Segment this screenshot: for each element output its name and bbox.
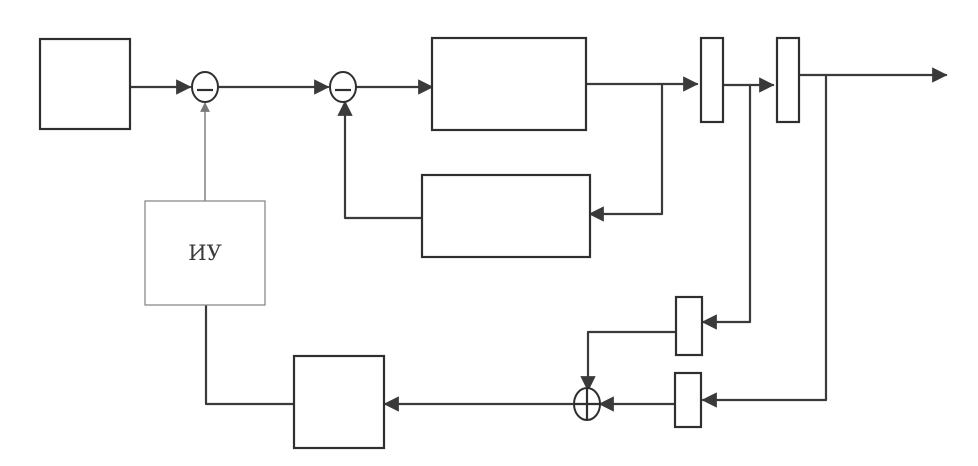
switch-3 xyxy=(674,295,704,357)
wire-branch-to-feedback xyxy=(588,82,664,222)
wire-feedback-to-sum2 xyxy=(337,100,424,220)
wire-switch3-to-adder xyxy=(580,330,678,392)
wire-tap-to-switch4 xyxy=(701,73,828,408)
switch-1 xyxy=(699,36,725,124)
summing-junction-1 xyxy=(191,71,219,103)
wire-lower-to-iu xyxy=(204,303,296,406)
summing-junction-2 xyxy=(329,71,357,103)
controller-block xyxy=(430,36,588,132)
iu-block xyxy=(144,200,266,306)
source-block xyxy=(38,37,132,131)
switch-2 xyxy=(775,36,801,124)
switch-4 xyxy=(673,371,703,429)
adder-junction xyxy=(573,387,601,421)
wire-tap-to-switch3 xyxy=(701,83,752,330)
feedback-block xyxy=(420,173,592,259)
iu-block-label: ИУ xyxy=(188,241,222,265)
lower-block xyxy=(292,354,386,450)
